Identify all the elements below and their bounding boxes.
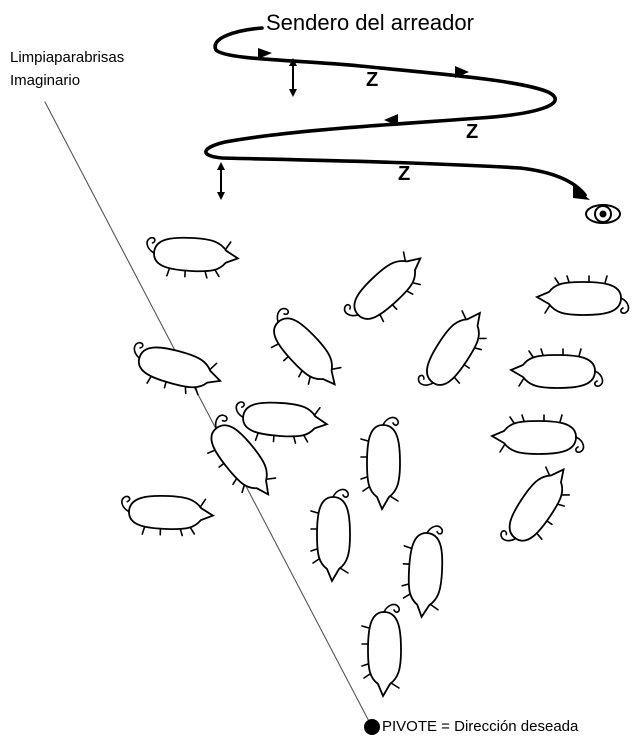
pig-icon bbox=[537, 276, 628, 315]
pig-icon bbox=[257, 305, 348, 399]
pig-icon bbox=[415, 303, 498, 401]
pig-icon bbox=[234, 400, 328, 445]
pig-icon bbox=[121, 494, 214, 536]
zone-marker-z-3: Z bbox=[398, 163, 410, 185]
path-arrow-4 bbox=[573, 185, 590, 200]
pig-icon bbox=[311, 490, 350, 581]
zone-marker-z-2: Z bbox=[466, 121, 478, 143]
wiper-label-line-2: Imaginario bbox=[10, 72, 80, 89]
pivot-dot-icon bbox=[364, 719, 380, 735]
pig-icon bbox=[492, 415, 583, 454]
diagram-title: Sendero del arreador bbox=[266, 10, 474, 35]
pig-icon bbox=[145, 236, 238, 280]
imaginary-wiper-line bbox=[45, 102, 372, 727]
pivot-label: PIVOTE = Dirección deseada bbox=[382, 718, 579, 735]
pig-icon bbox=[497, 459, 580, 557]
flight-zone-arrow-icon bbox=[217, 162, 225, 200]
pig-icon bbox=[341, 245, 435, 336]
flight-zone-arrow-icon bbox=[289, 58, 297, 97]
pig-icon bbox=[401, 524, 445, 617]
pig-icon bbox=[362, 605, 401, 696]
wiper-label-line-1: Limpiaparabrisas bbox=[10, 49, 124, 66]
pig-icon bbox=[361, 418, 400, 509]
handler-eye-icon bbox=[586, 205, 620, 223]
pig-icon bbox=[511, 349, 602, 388]
zone-marker-z-1: Z bbox=[366, 69, 378, 91]
pig-icon bbox=[126, 340, 224, 401]
